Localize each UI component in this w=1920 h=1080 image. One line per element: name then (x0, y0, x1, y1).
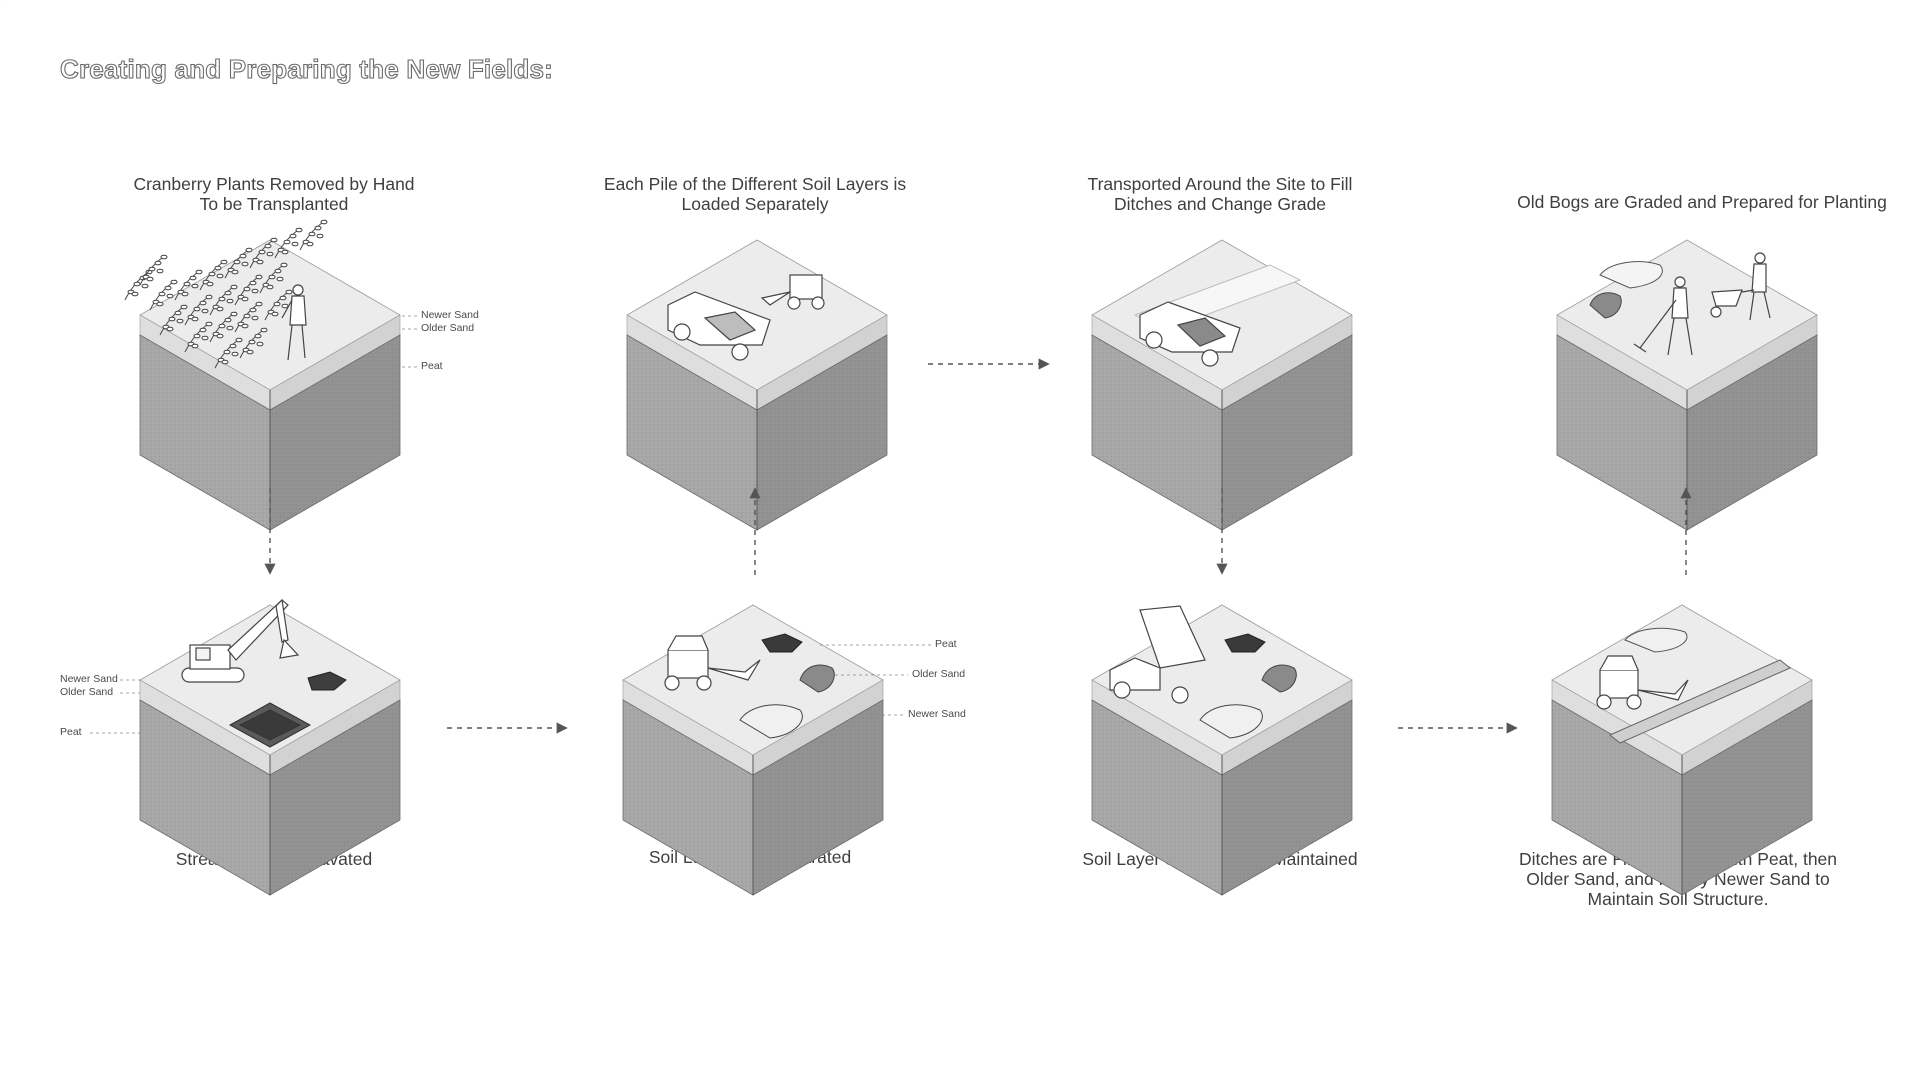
pickup-truck-icon (667, 291, 771, 361)
worker-icon (281, 284, 307, 361)
block-step-6 (1091, 604, 1353, 896)
step-3-label-older-sand: Older Sand (912, 668, 966, 680)
worker-raking-icon (1633, 276, 1693, 356)
graded-patch (1599, 261, 1663, 289)
newer-sand-pile-step3 (739, 704, 803, 739)
dump-truck-icon (1109, 605, 1206, 704)
older-sand-patch (1589, 292, 1622, 319)
step-4-caption: Each Pile of the Different Soil Layers i… (603, 174, 907, 214)
peat-pile-step6 (1224, 633, 1266, 653)
step-3-label-newer-sand: Newer Sand (908, 708, 966, 720)
skid-steer-icon-3 (1596, 655, 1689, 710)
step-8-caption: Old Bogs are Graded and Prepared for Pla… (1517, 192, 1887, 212)
block-step-4 (626, 239, 888, 531)
step-2-label-peat: Peat (60, 726, 82, 738)
peat-pile-icon (307, 671, 347, 691)
peat-pile-step3 (761, 633, 803, 653)
skid-steer-icon-2 (760, 274, 825, 310)
older-sand-pile-step6 (1261, 664, 1297, 693)
pickup-truck-icon-3 (1139, 301, 1241, 367)
excavator-icon (181, 598, 300, 683)
filled-ditch (1609, 659, 1791, 744)
page-title: Creating and Preparing the New Fields: (59, 53, 554, 84)
newer-sand-pile-step7 (1624, 627, 1688, 653)
step-2-label-older-sand: Older Sand (60, 686, 114, 698)
wheelbarrow-worker-icon (1710, 252, 1771, 321)
step-2-label-newer-sand: Newer Sand (60, 673, 118, 685)
block-step-7 (1551, 604, 1813, 896)
newer-sand-pile-step6 (1199, 704, 1263, 739)
block-step-2 (139, 604, 401, 896)
skid-steer-icon (664, 635, 761, 691)
block-step-1 (139, 239, 401, 531)
step-1-label-peat: Peat (421, 360, 443, 372)
step-1-label-newer-sand: Newer Sand (421, 309, 479, 321)
step-1-label-older-sand: Older Sand (421, 322, 475, 334)
older-sand-pile-step3 (799, 664, 835, 693)
block-step-3 (622, 604, 884, 896)
step-3-label-peat: Peat (935, 638, 957, 650)
excavated-pit (228, 702, 312, 748)
block-step-8 (1556, 239, 1818, 531)
